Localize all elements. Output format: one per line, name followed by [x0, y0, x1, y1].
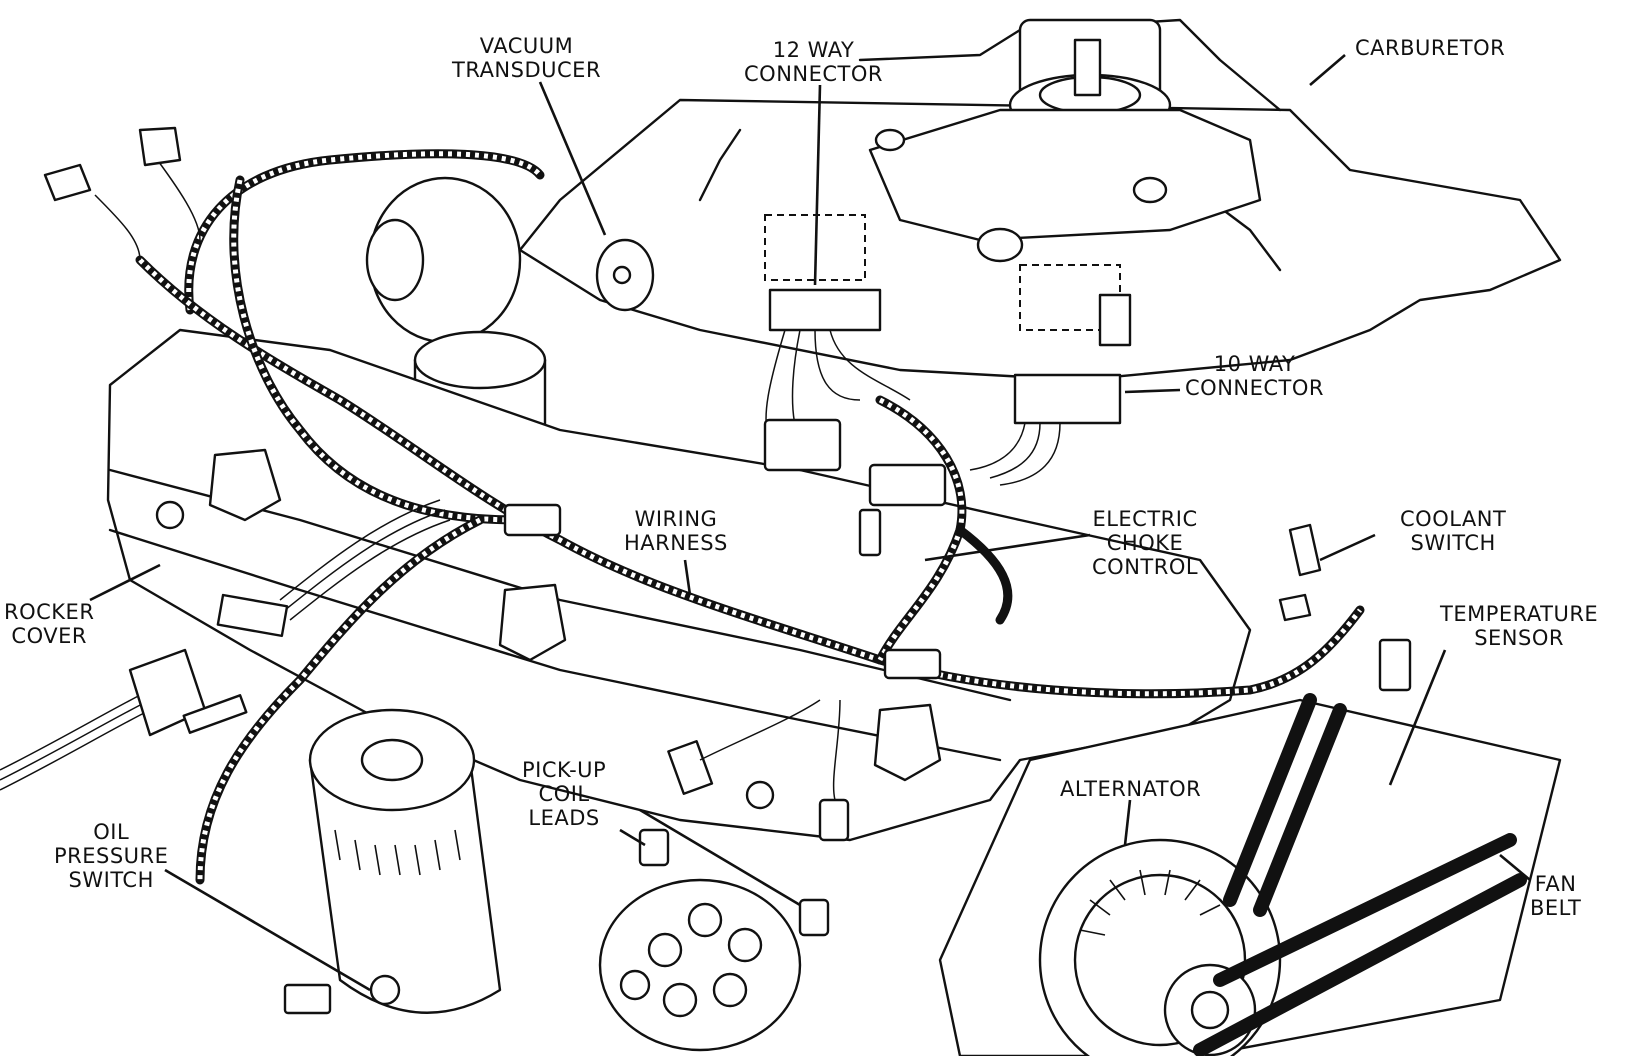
distributor-cap: [598, 828, 830, 1052]
alternator-shape: [938, 698, 1562, 1056]
wiring-harness-shape: [135, 149, 1365, 885]
fan-belt-shape: [1193, 693, 1527, 1056]
oil-filter-shape: [283, 708, 502, 1015]
left-wire-bundle: [0, 126, 451, 791]
coolant-switch-shape: [1278, 523, 1412, 692]
carburetor-body: [868, 18, 1262, 263]
mid-connectors: [667, 418, 947, 842]
label-alternator: ALTERNATOR: [1060, 777, 1202, 801]
leader-arrows: [89, 54, 1531, 992]
connector-10-way-shape: [969, 264, 1132, 486]
vacuum-transducer-shape: [365, 176, 655, 344]
label-carburetor: CARBURETOR: [1355, 36, 1506, 60]
connector-12-way-shape: [764, 214, 911, 441]
